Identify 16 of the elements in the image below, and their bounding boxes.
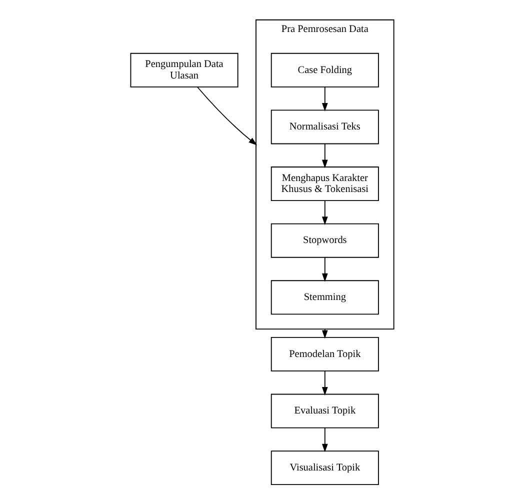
node-box: Pengumpulan Data Ulasan — [130, 52, 238, 88]
arrow — [321, 200, 328, 226]
node-box: Menghapus Karakter Khusus & Tokenisasi — [270, 166, 378, 201]
node-box: Stemming — [270, 280, 378, 315]
node-box: Evaluasi Topik — [270, 394, 378, 428]
node-box: Normalisasi Teks — [270, 110, 378, 144]
arrow — [196, 86, 257, 146]
arrow — [321, 143, 328, 168]
node-box: Visualisasi Topik — [270, 450, 378, 486]
arrow — [321, 256, 328, 282]
arrow — [321, 86, 328, 112]
arrow — [321, 370, 328, 396]
node-box: Case Folding — [270, 52, 378, 88]
arrow — [321, 427, 328, 452]
node-box: Pemodelan Topik — [270, 336, 378, 372]
node-box: Stopwords — [270, 223, 378, 258]
